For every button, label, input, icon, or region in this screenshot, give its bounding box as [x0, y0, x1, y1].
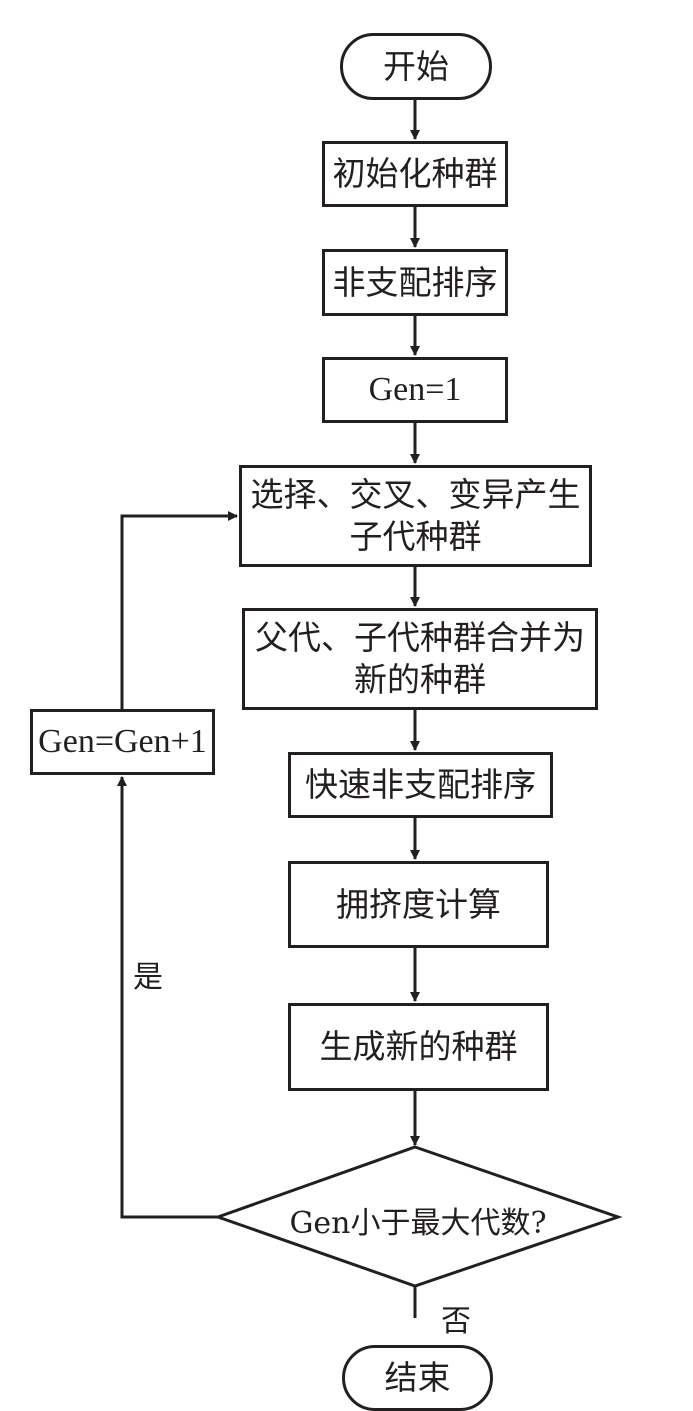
gen-init-label: Gen=1 — [368, 371, 462, 408]
decision-diamond — [213, 1145, 623, 1288]
init-population-node: 初始化种群 — [322, 141, 508, 207]
edge-increment-select — [120, 511, 238, 709]
end-label: 结束 — [384, 1358, 451, 1397]
merge-line-1: 父代、子代种群合并为 — [255, 618, 585, 657]
crowding-distance-label: 拥挤度计算 — [336, 884, 501, 924]
fast-non-dominated-sort-node: 快速非支配排序 — [288, 752, 553, 818]
start-node: 开始 — [340, 33, 492, 100]
generate-new-population-node: 生成新的种群 — [288, 1003, 549, 1091]
start-label: 开始 — [383, 46, 449, 86]
no-label: 否 — [441, 1304, 471, 1339]
gen-increment-node: Gen=Gen+1 — [30, 709, 215, 775]
gen-increment-label: Gen=Gen+1 — [38, 723, 207, 760]
init-population-label: 初始化种群 — [332, 154, 498, 193]
select-line-1: 选择、交叉、变异产生 — [250, 475, 581, 514]
flowchart-connectors — [117, 100, 623, 1318]
yes-label: 是 — [133, 960, 163, 995]
select-cross-mutate-node: 选择、交叉、变异产生 子代种群 — [239, 465, 592, 567]
select-line-2: 子代种群 — [349, 517, 482, 556]
non-dominated-sort-node: 非支配排序 — [322, 249, 508, 316]
merge-population-node: 父代、子代种群合并为 新的种群 — [242, 608, 598, 710]
merge-line-2: 新的种群 — [354, 660, 486, 699]
gen-init-node: Gen=1 — [322, 357, 508, 423]
generate-new-population-label: 生成新的种群 — [319, 1027, 518, 1066]
non-dominated-sort-label: 非支配排序 — [332, 262, 498, 302]
decision-text: Gen小于最大代数? — [289, 1206, 547, 1241]
end-node: 结束 — [342, 1345, 493, 1411]
decision-label: Gen小于最大代数? — [268, 1198, 568, 1242]
fast-non-dominated-sort-label: 快速非支配排序 — [305, 765, 536, 804]
edge-decision-yes — [117, 776, 218, 1219]
crowding-distance-node: 拥挤度计算 — [288, 861, 549, 948]
